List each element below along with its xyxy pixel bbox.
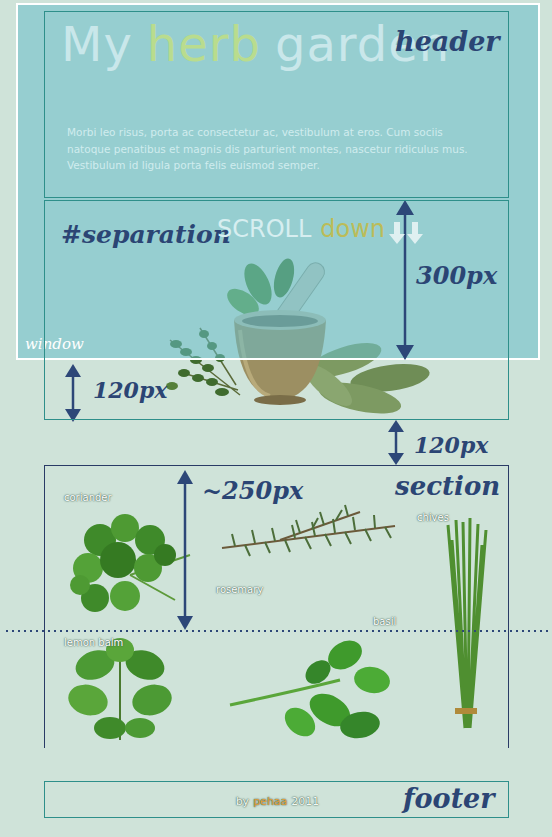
dimension-label: 120px [93, 378, 167, 403]
text-slot: Morbi leo risus, porta ac consectetur ac… [67, 124, 487, 174]
text-slot: window [25, 335, 84, 353]
lemon-balm-illustration [65, 638, 175, 740]
title-word: My [61, 18, 133, 71]
herb-caption: coriander [64, 492, 112, 503]
dimension-label: ~250px [202, 477, 303, 505]
herb-caption: lemon balm [64, 637, 123, 648]
credit-text: pehaa [253, 795, 287, 808]
header-box: MyherbgardenMorbi leo risus, porta ac co… [44, 11, 509, 198]
text-slot: coriander [64, 492, 112, 503]
scroll-hint: down [320, 216, 385, 242]
region-label: #separation [61, 221, 231, 250]
credit-text: by [236, 795, 250, 808]
text-slot: #separation [61, 221, 231, 250]
dimension-label: 300px [416, 262, 497, 290]
text-slot: chives [417, 512, 449, 523]
title-word: herb [147, 18, 261, 71]
text-row: SCROLL down [217, 216, 385, 242]
herb-caption: basil [373, 616, 396, 627]
text-slot: section [395, 472, 500, 502]
text-slot: rosemary [216, 584, 263, 595]
region-label: section [395, 472, 500, 502]
dimension-label: 120px [414, 433, 488, 458]
coriander-illustration [70, 514, 190, 612]
credit-text: 2011 [291, 795, 319, 808]
footer-box: footer bypehaa 2011 [44, 781, 509, 818]
region-label: header [395, 26, 500, 57]
scroll-hint: SCROLL [217, 216, 311, 242]
chives-illustration [448, 518, 486, 728]
text-row: Myherbgarden [61, 18, 450, 71]
section-box: section coriander rosemary chives lemon balm… [44, 465, 509, 748]
fold-line [6, 630, 552, 632]
region-label: footer [403, 783, 495, 814]
text-slot: footer [403, 783, 495, 814]
text-row: bypehaa 2011 [236, 795, 320, 808]
window-label: window [25, 335, 84, 353]
herb-caption: rosemary [216, 584, 263, 595]
text-slot: basil [373, 616, 396, 627]
herb-caption: chives [417, 512, 449, 523]
body-text: Morbi leo risus, porta ac consectetur ac… [67, 124, 487, 174]
basil-illustration [230, 635, 392, 742]
rosemary-illustration [222, 505, 395, 556]
text-slot: header [395, 26, 500, 57]
text-slot: lemon balm [64, 637, 123, 648]
